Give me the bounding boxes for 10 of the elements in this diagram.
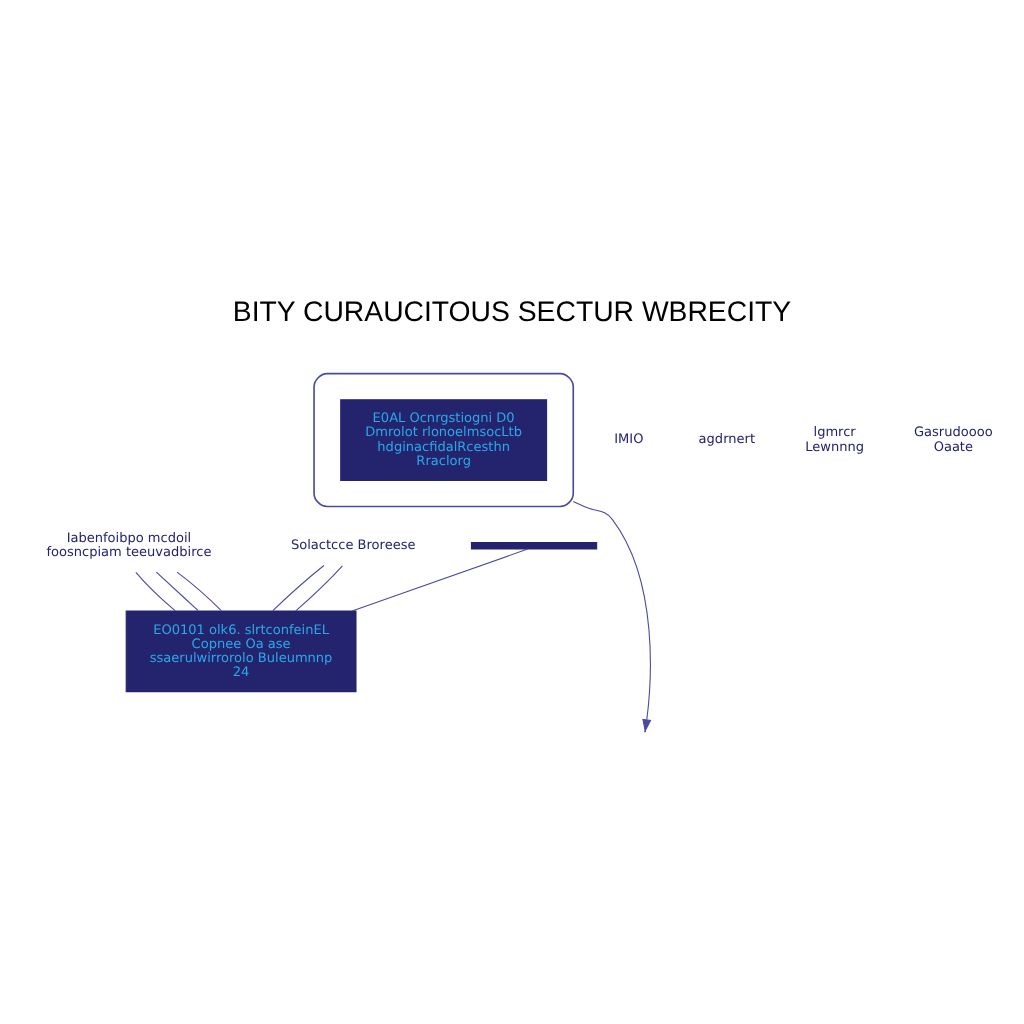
connector: [295, 564, 343, 611]
arrow: [572, 499, 652, 732]
connector: [272, 564, 325, 611]
connector: [351, 547, 529, 611]
cluster: [313, 371, 575, 507]
connector: [135, 570, 176, 611]
node-bar: [470, 540, 598, 549]
connector: [176, 570, 222, 611]
connector: [155, 570, 199, 611]
diagram-title: BITY CURAUCITOUS SECTUR WBRECITY: [232, 294, 792, 327]
